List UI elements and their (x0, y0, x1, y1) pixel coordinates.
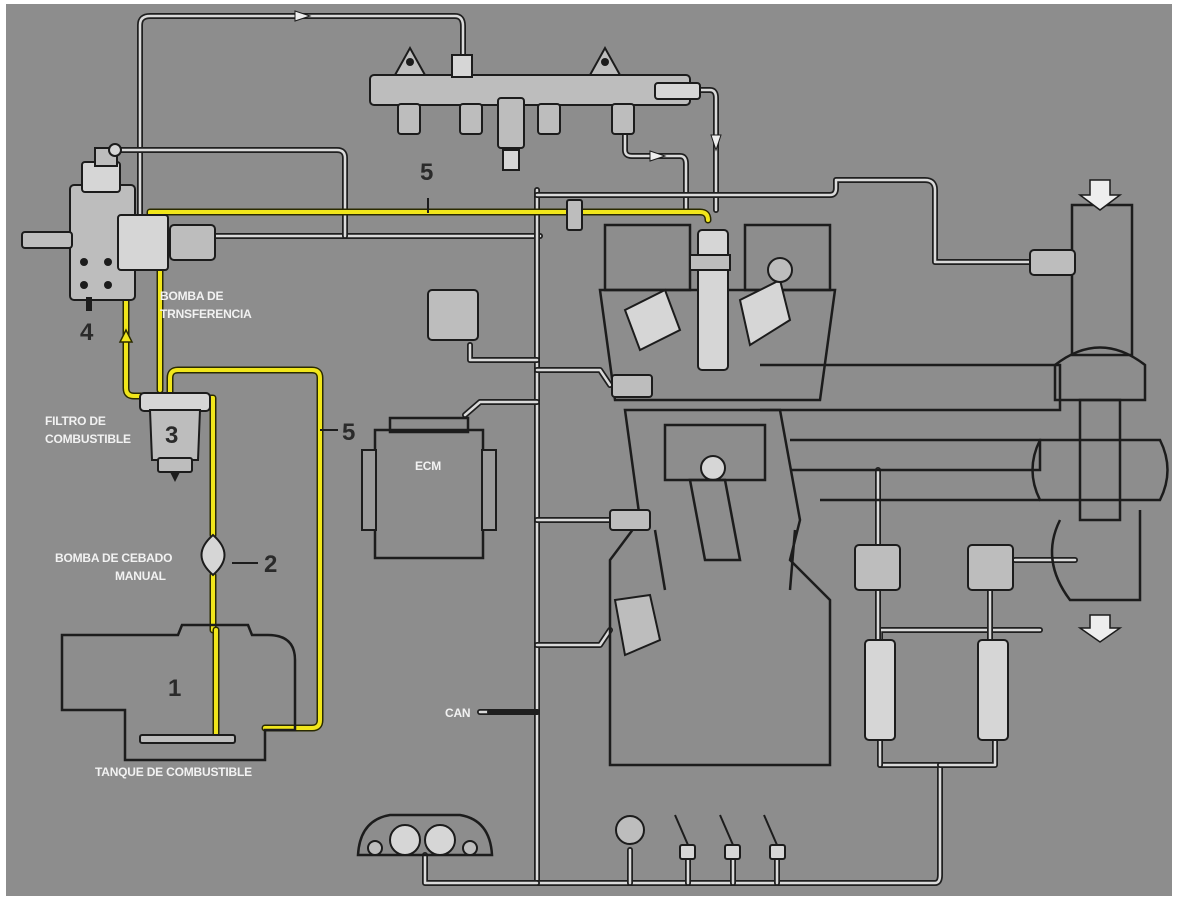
fuel-filter (139, 392, 211, 482)
flow-arrow-icon (710, 134, 722, 152)
label-tanque: TANQUE DE COMBUSTIBLE (95, 765, 252, 779)
control-module-box (427, 289, 479, 341)
fuel-tank (60, 623, 297, 762)
number-4: 4 (80, 319, 94, 346)
pressure-sensor (566, 199, 583, 231)
label-ecm: ECM (415, 459, 441, 473)
label-bomba-cebado-1: BOMBA DE CEBADO (55, 551, 172, 565)
label-bomba-transferencia-2: TRNSFERENCIA (160, 307, 252, 321)
label-filtro-2: COMBUSTIBLE (45, 432, 131, 446)
return-lines (117, 13, 1078, 886)
high-pressure-pump (21, 143, 216, 311)
ecm-unit (361, 416, 497, 560)
number-1: 1 (168, 675, 181, 702)
pedal-sensors (615, 814, 786, 860)
flow-arrow-icon (649, 150, 667, 162)
flow-arrow-icon (118, 328, 134, 343)
label-bomba-transferencia-1: BOMBA DE (160, 289, 223, 303)
turbocharger (760, 179, 1169, 643)
number-5-top: 5 (420, 159, 433, 186)
label-can: CAN (445, 706, 470, 720)
actuators (609, 374, 1014, 741)
label-bomba-cebado-2: MANUAL (115, 569, 166, 583)
number-3: 3 (165, 422, 178, 449)
air-inlet-arrow-icon (1077, 179, 1123, 211)
instrument-cluster (356, 813, 494, 857)
number-5-side: 5 (342, 419, 355, 446)
priming-pump (200, 533, 226, 577)
engine-block (598, 223, 837, 767)
exhaust-outlet-arrow-icon (1077, 614, 1123, 643)
common-rail (369, 45, 701, 171)
number-2: 2 (264, 551, 277, 578)
label-filtro-1: FILTRO DE (45, 414, 106, 428)
flow-arrow-icon (294, 10, 312, 22)
